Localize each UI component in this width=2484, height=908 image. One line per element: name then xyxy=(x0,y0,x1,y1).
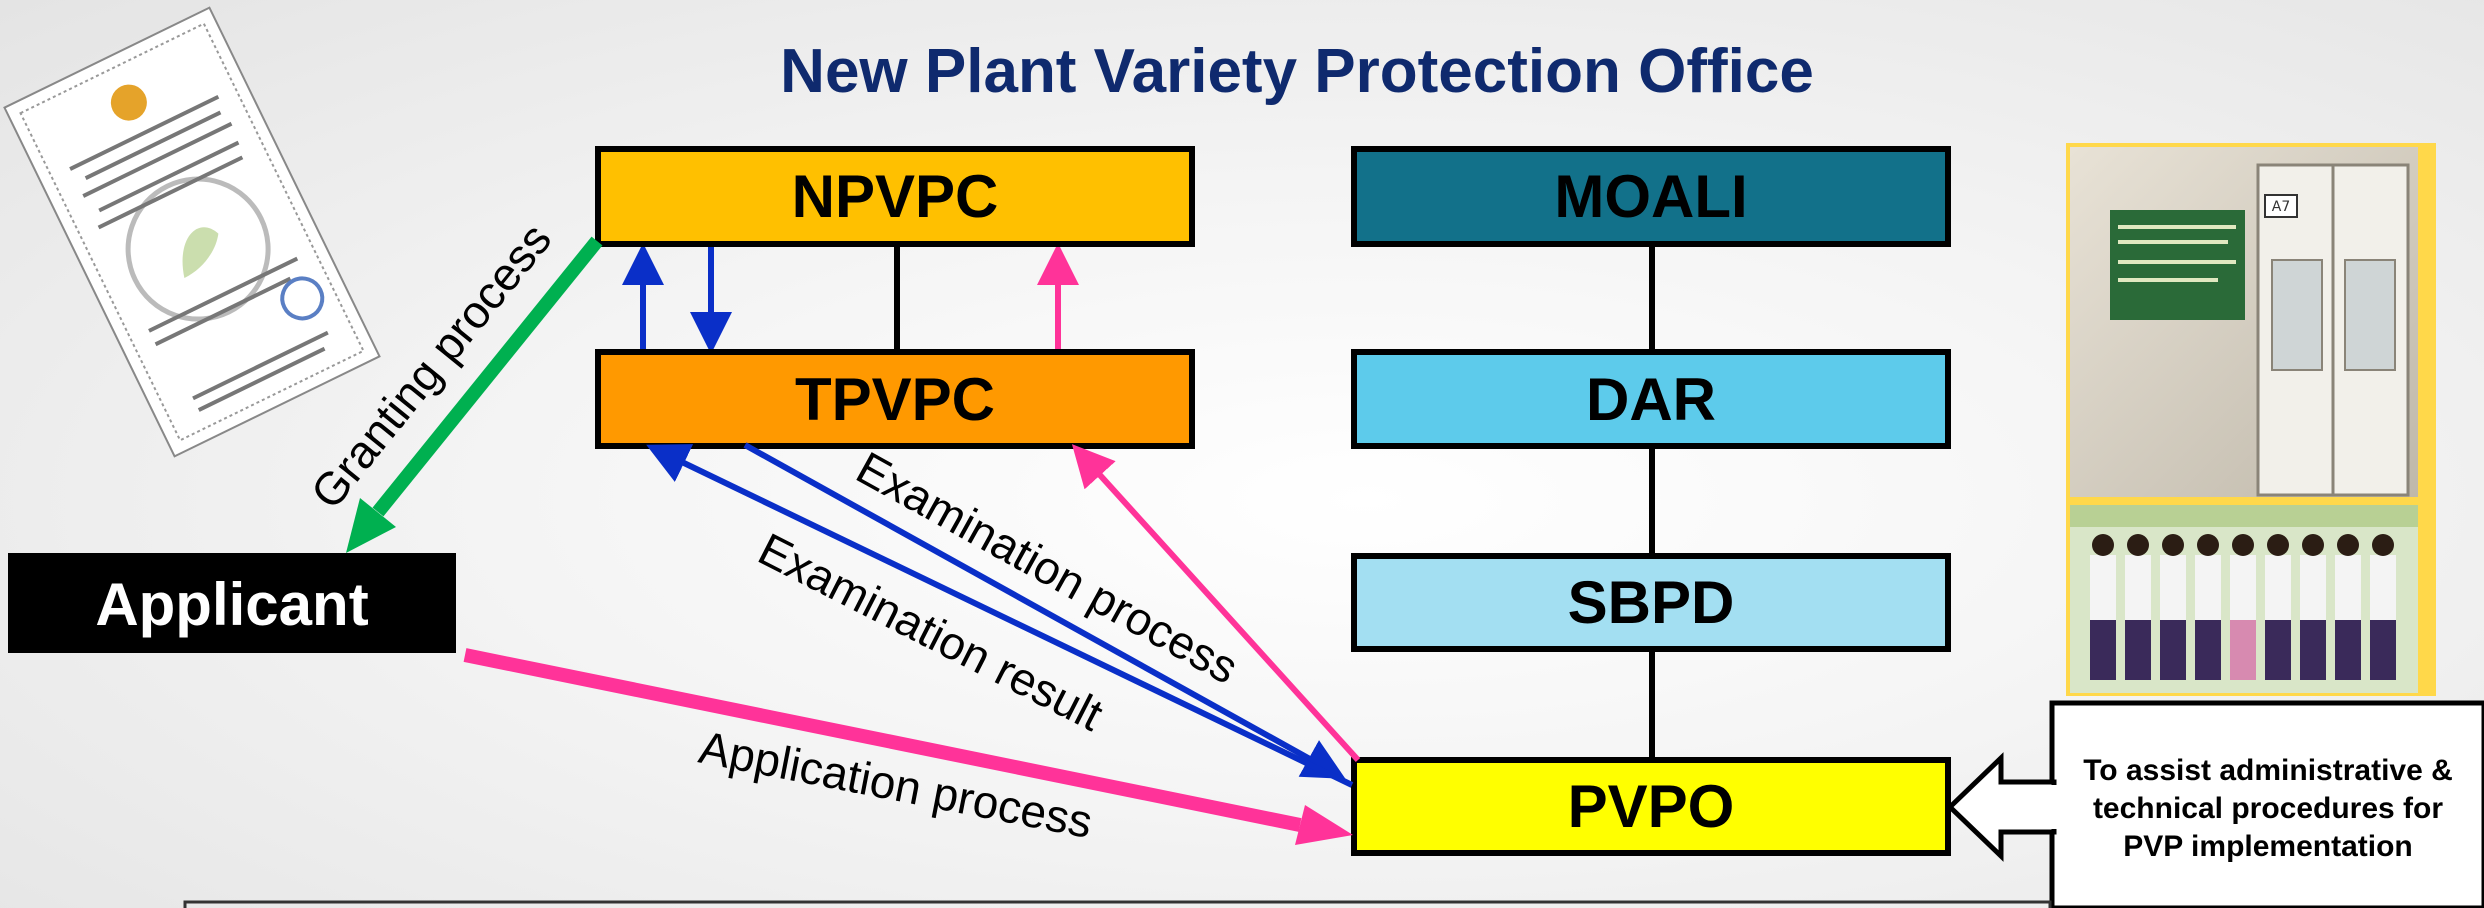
applicant-box xyxy=(8,553,456,653)
examination-process-arrow xyxy=(743,442,1346,779)
moali-box xyxy=(1351,146,1951,247)
applicant-label: Applicant xyxy=(95,571,368,638)
door-tag-label: A7 xyxy=(2272,199,2290,215)
examination-result-arrow xyxy=(646,444,1354,788)
sbpd-box xyxy=(1351,553,1951,652)
pvpo-box xyxy=(1351,757,1951,856)
crest-icon xyxy=(110,84,147,121)
note-line-2: technical procedures for xyxy=(2093,792,2443,825)
note-line-1: To assist administrative & xyxy=(2083,754,2453,787)
granting-arrowhead xyxy=(346,498,396,553)
certificate-image xyxy=(3,6,381,458)
note-pointer-arrow xyxy=(1946,752,2057,862)
npvpc-box xyxy=(595,146,1195,247)
pvpo-label: PVPO xyxy=(1568,773,1735,840)
npvpc-label: NPVPC xyxy=(792,163,999,230)
dar-label: DAR xyxy=(1586,366,1716,433)
staff-group xyxy=(2090,534,2396,680)
stamp-icon xyxy=(280,276,325,321)
granting-arrow xyxy=(372,236,603,517)
sbpd-label: SBPD xyxy=(1568,569,1735,636)
note-line-3: PVP implementation xyxy=(2123,830,2413,863)
application-arrow xyxy=(463,648,1302,832)
tpvpc-box xyxy=(595,349,1195,449)
application-arrowhead xyxy=(1295,805,1353,845)
pink-pvpo-to-tpvpc-arrow xyxy=(1071,444,1361,763)
bottom-frame xyxy=(183,900,2052,908)
note-box xyxy=(2049,700,2484,908)
moali-label: MOALI xyxy=(1554,163,1747,230)
dar-box xyxy=(1351,349,1951,449)
tpvpc-label: TPVPC xyxy=(795,366,995,433)
page-title: New Plant Variety Protection Office xyxy=(780,37,1814,106)
watermark-seal-icon xyxy=(125,176,271,322)
office-photo: A7 xyxy=(2066,143,2436,696)
